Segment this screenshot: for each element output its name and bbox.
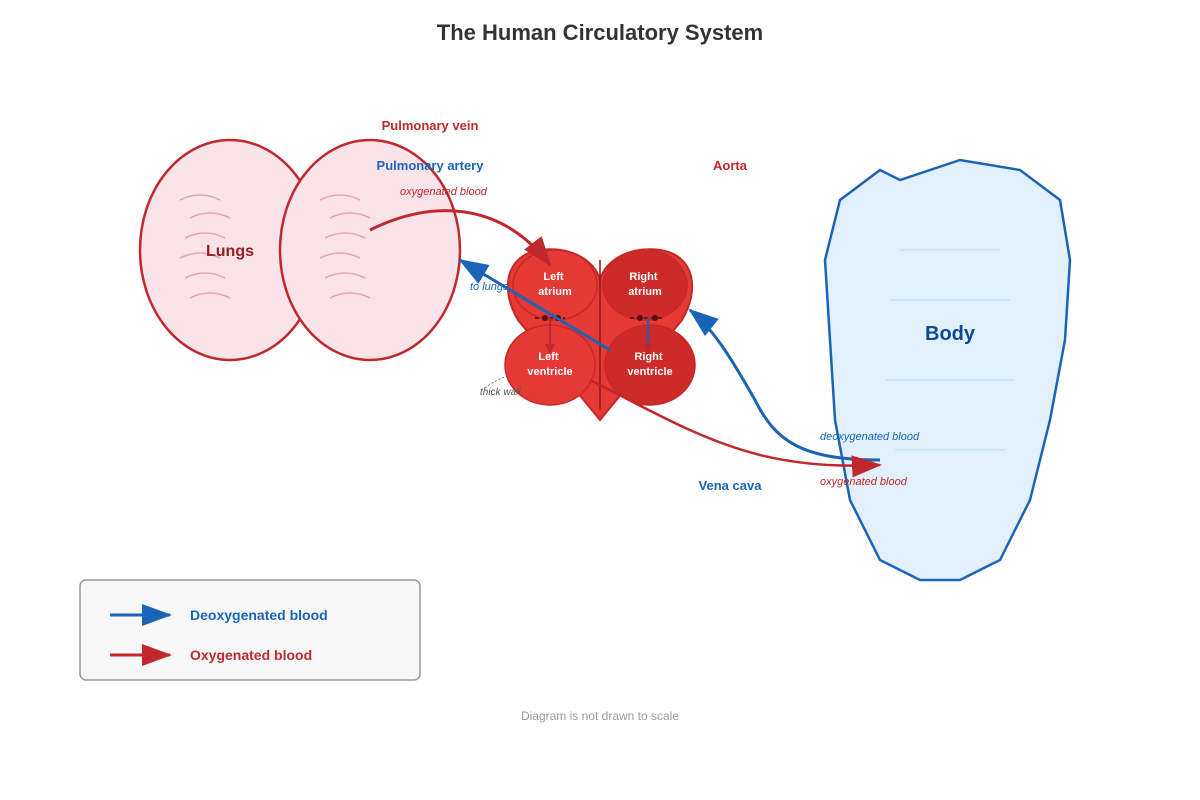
pulmonary-vein-label: Pulmonary vein — [382, 118, 479, 133]
legend-box — [79, 579, 421, 681]
vena-cava-label: Vena cava — [699, 478, 763, 493]
deoxygenated-blood-body-label: deoxygenated blood — [820, 431, 920, 443]
pulmonary-artery-label: Pulmonary artery — [377, 158, 485, 173]
legend-deoxygenated-label: Deoxygenated blood — [190, 607, 328, 623]
body: Body — [823, 158, 1072, 582]
oxygenated-blood-top-label: oxygenated blood — [400, 186, 488, 198]
oxygenated-blood-body-label: oxygenated blood — [820, 476, 908, 488]
lung-bronchi-marks — [179, 194, 371, 299]
body-outline — [823, 158, 1072, 582]
pulmonary-artery-arrow — [458, 258, 611, 352]
aorta-arrow — [589, 378, 882, 478]
footer-note: Diagram is not drawn to scale — [521, 709, 679, 723]
right-atrium — [602, 249, 688, 321]
right-atrium-label: Right atrium — [628, 271, 662, 298]
left-atrium-label: Left atrium — [538, 271, 572, 298]
left-ventricle-label: Left ventricle — [527, 351, 572, 378]
diagram-title: The Human Circulatory System — [437, 20, 763, 45]
pulmonary-vein-arrow — [369, 209, 552, 267]
vena-cava-arrow — [688, 308, 881, 462]
thick-wall-label: thick wall — [480, 387, 521, 398]
aorta-label: Aorta — [713, 158, 748, 173]
right-lung — [278, 138, 462, 362]
lungs: Lungs — [138, 138, 462, 362]
right-ventricle-label: Right ventricle — [627, 351, 672, 378]
lungs-label: Lungs — [206, 243, 254, 260]
left-atrium — [512, 249, 598, 321]
legend-oxygenated-label: Oxygenated blood — [190, 647, 312, 663]
to-lungs-label: to lungs — [470, 281, 509, 293]
blood-flow-arrows — [369, 209, 882, 478]
thick-wall-pointer — [484, 374, 511, 389]
right-ventricle — [604, 324, 696, 406]
body-label: Body — [925, 323, 976, 345]
heart: Left atrium Right atrium Left ventricle … — [480, 248, 696, 422]
body-guide-lines — [885, 249, 1015, 451]
legend: Deoxygenated blood Oxygenated blood — [79, 579, 421, 681]
